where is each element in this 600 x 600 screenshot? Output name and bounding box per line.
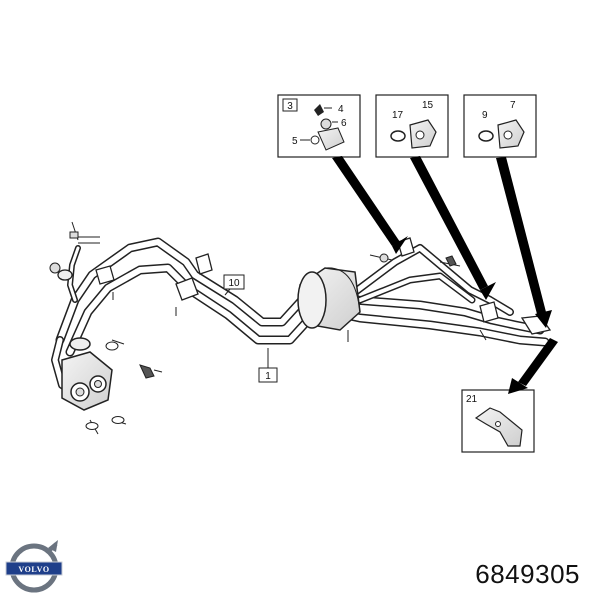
detail-box-fitting-b: 9 7 — [463, 94, 537, 158]
callout-label-9: 9 — [482, 110, 488, 121]
callout-label-15: 15 — [422, 100, 434, 111]
detail-box-number-3: 3 — [287, 101, 293, 112]
volvo-logo-wordmark: VOLVO — [18, 565, 49, 574]
muffler-drum — [297, 267, 361, 331]
callout-label-17: 17 — [392, 110, 404, 121]
part-number: 6849305 — [475, 559, 580, 589]
callout-label-7: 7 — [510, 100, 516, 111]
callout-label-10: 10 — [228, 278, 240, 289]
callout-label-4: 4 — [338, 104, 344, 115]
callout-label-6: 6 — [341, 118, 347, 129]
fasteners — [49, 221, 487, 435]
detail-box-number-21: 21 — [466, 394, 478, 405]
manifold-block — [57, 269, 113, 411]
callout-main-tube: 1 — [258, 355, 278, 383]
callout-label-5: 5 — [292, 136, 298, 147]
detail-leader-arrows — [332, 156, 558, 394]
callout-label-1: 1 — [265, 371, 271, 382]
refrigerant-tubes — [51, 237, 550, 399]
detail-box-fitting-a: 17 15 — [375, 94, 449, 158]
volvo-logo: VOLVO — [5, 540, 63, 593]
callout-clip: 10 — [223, 274, 245, 296]
detail-box-bracket: 21 — [461, 389, 535, 453]
detail-box-valve: 3 4 6 5 — [277, 94, 361, 158]
